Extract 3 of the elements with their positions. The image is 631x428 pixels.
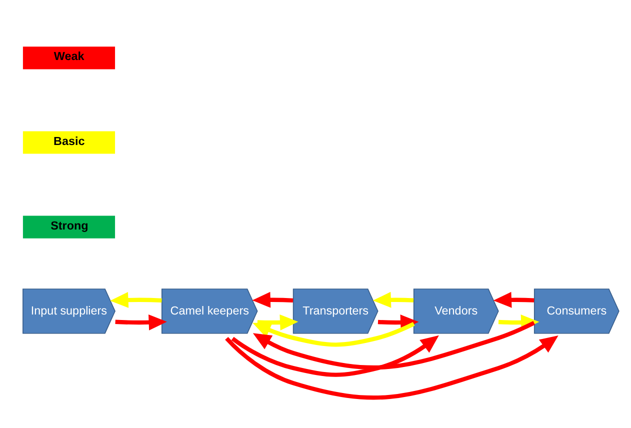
legend-label: Strong <box>50 219 88 232</box>
legend-label: Basic <box>54 134 85 148</box>
legend-label: Weak <box>54 50 84 64</box>
